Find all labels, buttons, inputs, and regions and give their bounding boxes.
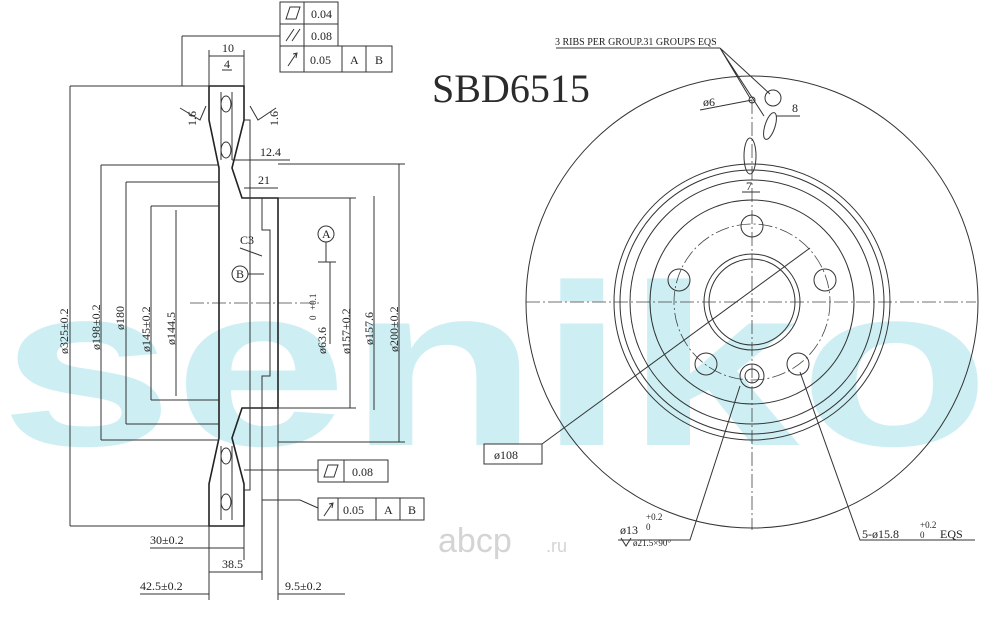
- abcp-logo-domain: .ru: [546, 536, 567, 556]
- dim-hat-inner: 21: [258, 173, 270, 187]
- dim-hat-step: 12.4: [260, 145, 281, 159]
- dim-d1576: ø157.6: [362, 312, 376, 345]
- tolerance-frame-bottom: 0.08 0.05 A B: [317, 459, 425, 521]
- dim-d13-tol-low: 0: [646, 522, 651, 532]
- tol-bottom-datum-b: B: [408, 503, 416, 517]
- tol-bottom-runout-value: 0.05: [343, 503, 364, 517]
- flatness-icon: [323, 464, 339, 478]
- dim-d180: ø180: [113, 306, 127, 330]
- ribs-note: 3 RIBS PER GROUP.31 GROUPS EQS: [555, 37, 717, 48]
- dim-d325: ø325±0.2: [57, 308, 71, 354]
- rough-left: 1.6: [185, 111, 199, 126]
- dim-bolt-tol-low: 0: [920, 530, 925, 540]
- dim-d7: 7: [746, 179, 752, 193]
- tol-top-flatness-value: 0.04: [311, 7, 332, 21]
- dim-width-top: 10: [222, 41, 234, 55]
- tolerance-frame-top: 0.04 0.08 0.05 A B: [279, 1, 393, 73]
- dim-bolt-holes: 5-ø15.8: [862, 527, 899, 541]
- dim-d13: ø13: [620, 523, 638, 537]
- dim-d636-tol2: 0: [308, 315, 318, 320]
- tol-bottom-datum-a: A: [384, 503, 393, 517]
- runout-icon: [287, 52, 298, 67]
- tol-top-runout-value: 0.05: [310, 53, 331, 67]
- bolt-hole-icon: [694, 352, 718, 376]
- dim-d157: ø157±0.2: [339, 308, 353, 354]
- abcp-logo: abcp .ru: [438, 522, 567, 560]
- locating-hole-icon: [739, 363, 765, 389]
- datum-b-label: B: [236, 267, 244, 281]
- dim-h425: 42.5±0.2: [140, 579, 183, 593]
- dim-d636: ø63.6: [315, 327, 329, 354]
- dim-d200: ø200±0.2: [387, 306, 401, 352]
- dim-vent: 4: [224, 57, 230, 71]
- dim-d13-tol-up: +0.2: [646, 512, 662, 522]
- dim-d636-tol: +0.1: [308, 294, 318, 310]
- datum-a-label: A: [322, 227, 331, 241]
- section-view: 10 4 1.6 1.6 12.4 21 C3 A B ø325±0.2 ø19…: [57, 35, 405, 600]
- flatness-icon: [285, 6, 301, 20]
- bolt-hole-icon: [786, 352, 810, 376]
- tol-top-datum-a: A: [350, 53, 359, 67]
- dim-d1445: ø144.5: [164, 312, 178, 345]
- tol-top-datum-b: B: [375, 53, 383, 67]
- dim-h30: 30±0.2: [150, 533, 184, 547]
- dim-d198: ø198±0.2: [89, 304, 103, 350]
- chamfer-label: C3: [240, 233, 254, 247]
- dim-h95: 9.5±0.2: [285, 579, 322, 593]
- abcp-logo-text: abcp: [438, 522, 512, 560]
- centre-bore: [703, 253, 801, 351]
- dim-d145: ø145±0.2: [139, 306, 153, 352]
- front-view: 3 RIBS PER GROUP.31 GROUPS EQS ø6 8 7 ø1…: [483, 37, 979, 548]
- dim-h385: 38.5: [222, 557, 243, 571]
- dim-bolt-tol-up: +0.2: [920, 520, 936, 530]
- runout-icon: [323, 502, 334, 517]
- dim-d8: 8: [792, 101, 798, 115]
- outer-rim: [525, 75, 979, 529]
- tol-bottom-flatness-value: 0.08: [352, 465, 373, 479]
- part-number: SBD6515: [432, 66, 590, 111]
- countersink-icon: [620, 537, 632, 547]
- tol-top-parallel-value: 0.08: [311, 29, 332, 43]
- parallelism-icon: [285, 28, 301, 42]
- dim-bolt-suffix: EQS: [940, 527, 963, 541]
- dim-d6: ø6: [703, 95, 715, 109]
- bolt-hole-icon: [740, 214, 764, 238]
- dim-d13-csk: ø21.5×90°: [633, 538, 671, 548]
- rough-right: 1.6: [267, 111, 281, 126]
- disc-section-outline: [208, 85, 279, 527]
- dim-d108: ø108: [494, 448, 518, 462]
- bolt-hole-icon: [667, 268, 691, 292]
- bolt-hole-icon: [813, 268, 837, 292]
